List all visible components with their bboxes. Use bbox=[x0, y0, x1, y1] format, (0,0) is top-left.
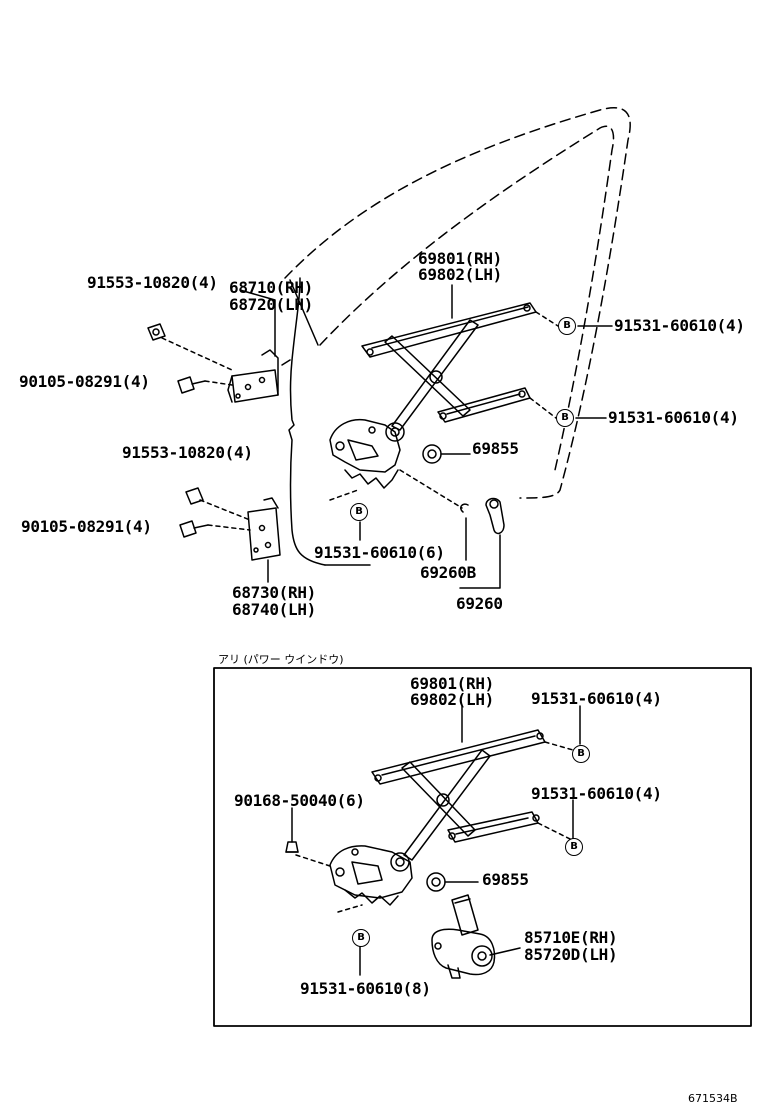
label-regulator-rh: 69801(RH) bbox=[418, 249, 502, 268]
label-bolt-right-mid: 91531-60610(4) bbox=[608, 408, 739, 427]
label-hinge-upper-lh: 68720(LH) bbox=[229, 295, 313, 314]
badge-b: B bbox=[352, 929, 370, 947]
label-lower-bolt-bottom: 91531-60610(8) bbox=[300, 979, 431, 998]
lower-hinge bbox=[247, 497, 281, 561]
label-lower-bolt-mid: 91531-60610(4) bbox=[531, 784, 662, 803]
label-69260: 69260 bbox=[456, 594, 503, 613]
badge-b: B bbox=[556, 409, 574, 427]
label-bolt-upper-hinge: 90105-08291(4) bbox=[19, 372, 150, 391]
badge-b: B bbox=[558, 317, 576, 335]
label-hinge-upper-rh: 68710(RH) bbox=[229, 278, 313, 297]
badge-b: B bbox=[572, 745, 590, 763]
drawing-code: 671534B bbox=[688, 1092, 738, 1105]
door-frame bbox=[281, 106, 631, 566]
label-bolt-lower-hinge: 90105-08291(4) bbox=[21, 517, 152, 536]
label-lower-regulator-lh: 69802(LH) bbox=[410, 690, 494, 709]
power-window-box bbox=[213, 667, 752, 1027]
upper-leader-lines bbox=[329, 284, 613, 589]
label-lower-regulator-rh: 69801(RH) bbox=[410, 674, 494, 693]
label-69260b: 69260B bbox=[420, 563, 476, 582]
label-lower-bolt-top: 91531-60610(4) bbox=[531, 689, 662, 708]
label-bolt-mid-left: 91553-10820(4) bbox=[122, 443, 253, 462]
label-bolt-right-top: 91531-60610(4) bbox=[614, 316, 745, 335]
label-lower-screw: 90168-50040(6) bbox=[234, 791, 365, 810]
label-bolt-top-left: 91553-10820(4) bbox=[87, 273, 218, 292]
label-motor-lh: 85720D(LH) bbox=[524, 945, 618, 964]
section-note: アリ (パワー ウインドウ) bbox=[218, 653, 344, 666]
label-motor-rh: 85710E(RH) bbox=[524, 928, 618, 947]
lower-leader-lines bbox=[291, 705, 581, 976]
label-lower-69855: 69855 bbox=[482, 870, 529, 889]
label-bolt-bottom: 91531-60610(6) bbox=[314, 543, 445, 562]
lower-hinge-bolts bbox=[179, 487, 269, 583]
upper-hinge-bolts bbox=[147, 289, 276, 394]
label-hinge-lower-rh: 68730(RH) bbox=[232, 583, 316, 602]
upper-hinge bbox=[227, 349, 279, 403]
badge-b: B bbox=[565, 838, 583, 856]
badge-b: B bbox=[350, 503, 368, 521]
upper-regulator bbox=[329, 302, 537, 489]
window-motor bbox=[431, 894, 496, 979]
label-69855: 69855 bbox=[472, 439, 519, 458]
upper-clip-handle bbox=[460, 497, 505, 535]
label-hinge-lower-lh: 68740(LH) bbox=[232, 600, 316, 619]
label-regulator-lh: 69802(LH) bbox=[418, 265, 502, 284]
lower-screw bbox=[285, 841, 299, 853]
